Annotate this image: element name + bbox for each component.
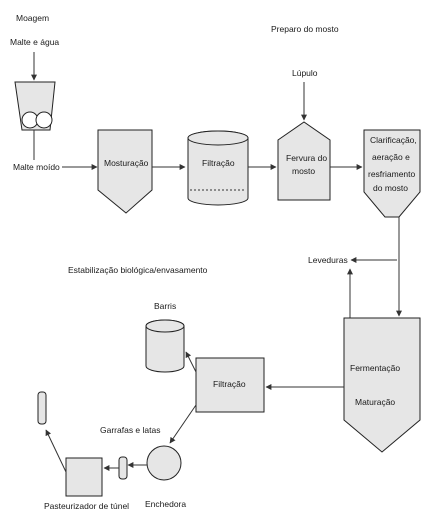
arrow-filtracao-to-barris (185, 351, 197, 373)
arrow-filtracao-to-enchedora (169, 404, 197, 444)
section-preparo-mosto: Preparo do mosto (271, 24, 339, 34)
step-filtracao-2: Filtração (213, 379, 246, 389)
mill-roller-right-icon (35, 111, 53, 129)
barril-top-icon (145, 319, 185, 333)
mosturacao-vessel (97, 129, 153, 214)
input-lupulo: Lúpulo (292, 68, 318, 78)
input-leveduras: Leveduras (308, 255, 348, 265)
step-garrafas-latas: Garrafas e latas (100, 425, 160, 435)
step-clarificacao-line1: Clarificação, (370, 135, 417, 145)
step-fervura-line2: mosto (292, 166, 315, 176)
step-maturacao: Maturação (355, 397, 395, 407)
fervura-vessel (277, 121, 331, 201)
step-pasteurizador: Pasteurizador de túnel (44, 501, 129, 511)
section-estabilizacao: Estabilização biológica/envasamento (68, 265, 208, 275)
input-malte-agua: Malte e água (10, 37, 59, 47)
pasteurizador-box (65, 457, 103, 497)
step-clarificacao-line2: aeração e (372, 152, 410, 162)
step-mosturacao: Mosturação (104, 158, 149, 168)
step-fervura-line1: Fervura do (286, 153, 327, 163)
output-bottle-icon (37, 391, 47, 425)
step-malte-moido: Malte moído (13, 162, 60, 172)
step-filtracao-1: Filtração (202, 158, 235, 168)
section-moagem: Moagem (16, 13, 49, 23)
fermentacao-vessel (343, 317, 421, 453)
step-clarificacao-line3: resfriamento (368, 169, 416, 179)
step-barris: Barris (154, 301, 176, 311)
arrow-pasteurizador-to-output (45, 429, 67, 473)
filtracao-2-box (195, 357, 265, 413)
step-enchedora: Enchedora (145, 499, 186, 509)
step-clarificacao-line4: do mosto (373, 183, 408, 193)
bottle-icon (118, 456, 128, 480)
step-fermentacao: Fermentação (350, 363, 400, 373)
filtracao-tank-top (187, 130, 249, 146)
enchedora-icon (146, 445, 182, 481)
